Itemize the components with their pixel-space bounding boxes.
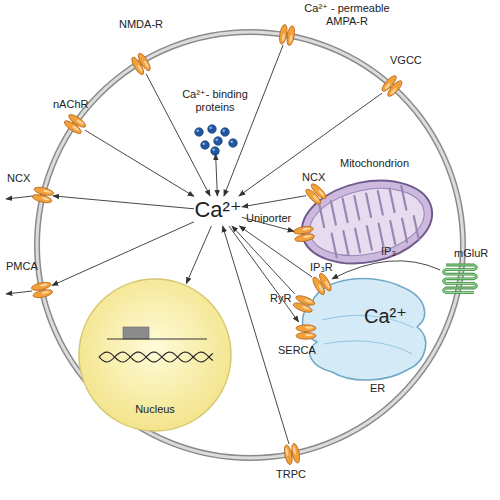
- exchanger: NCX: [33, 185, 53, 205]
- er-channel: IP₃R: [312, 274, 332, 294]
- endoplasmic-reticulum: Ca²⁺ERIP₃RRyRSERCA: [292, 272, 432, 384]
- node-label: Nucleus: [77, 403, 233, 416]
- connector-arrow: [242, 196, 306, 207]
- connector-arrow: [332, 261, 440, 279]
- node-label: Ca²⁺ - permeable AMPA-R: [297, 2, 397, 28]
- connector-arrow: [229, 226, 299, 322]
- exchanger: NCX: [306, 184, 326, 204]
- protein-dots: [193, 124, 237, 154]
- receptor-channel: NMDA-R: [131, 54, 151, 74]
- channel-symbol: [277, 25, 297, 45]
- binding-proteins: Ca²⁺- binding proteins: [193, 124, 237, 154]
- channel-symbol: [294, 224, 314, 244]
- connector-arrow: [216, 154, 218, 196]
- gpcr-receptor: mGluR: [440, 262, 480, 296]
- channel-symbol: [296, 322, 316, 342]
- connector-arrow: [232, 226, 295, 294]
- connector-arrow: [239, 226, 312, 277]
- connector-arrow: [52, 222, 194, 286]
- er-pump: SERCA: [296, 322, 316, 342]
- connector-arrow: [223, 226, 289, 444]
- node-label: TRPC: [276, 468, 306, 481]
- connector-arrow: [186, 226, 211, 284]
- connector-arrow: [239, 93, 382, 196]
- receptor-symbol: [440, 262, 480, 296]
- node-label: VGCC: [390, 54, 422, 67]
- efflux-arrow: [6, 196, 33, 199]
- connector-arrow: [242, 217, 294, 231]
- pump: PMCA: [32, 280, 52, 300]
- channel-symbol: [306, 184, 326, 204]
- uniporter: Uniporter: [294, 224, 314, 244]
- er-channel: RyR: [294, 294, 314, 314]
- channel-symbol: [65, 114, 85, 134]
- node-label: NCX: [302, 171, 325, 184]
- connector-arrow: [224, 45, 283, 196]
- channel-symbol: [382, 76, 402, 96]
- channel-symbol: [131, 54, 151, 74]
- connector-arrow: [146, 74, 210, 196]
- node-label: ER: [370, 382, 385, 395]
- node-label: RyR: [270, 292, 291, 305]
- node-label: Ca²⁺- binding proteins: [175, 88, 255, 114]
- calcium-pool: Ca²⁺: [194, 196, 242, 226]
- channel-symbol: [312, 274, 332, 294]
- receptor-channel: Ca²⁺ - permeable AMPA-R: [277, 25, 297, 45]
- node-label: Uniporter: [246, 212, 291, 225]
- node-label: SERCA: [278, 344, 316, 357]
- channel-symbol: [33, 185, 53, 205]
- ion-channel: TRPC: [282, 444, 302, 464]
- mitochondrion: MitochondrionNCXUniporter: [298, 176, 436, 268]
- connector-arrow: [85, 130, 194, 196]
- node-label: mGluR: [454, 247, 488, 260]
- node-label: nAChR: [53, 98, 88, 111]
- membrane-outer: [37, 32, 463, 458]
- edge-label: IP₃: [381, 245, 396, 258]
- node-label: NMDA-R: [119, 18, 163, 31]
- node-label: Ca²⁺: [194, 197, 242, 223]
- ion-channel: VGCC: [382, 76, 402, 96]
- efflux-arrow: [6, 291, 32, 294]
- channel-symbol: [32, 280, 52, 300]
- membrane-inner: [37, 32, 463, 458]
- node-label: Mitochondrion: [340, 157, 409, 170]
- channel-symbol: [282, 444, 302, 464]
- channel-symbol: [294, 294, 314, 314]
- node-label: NCX: [7, 172, 30, 185]
- node-label: Ca²⁺: [364, 304, 407, 328]
- receptor-channel: nAChR: [65, 114, 85, 134]
- nucleus: Nucleus: [77, 277, 233, 433]
- connector-arrow: [53, 196, 194, 209]
- node-label: IP₃R: [310, 261, 333, 274]
- node-label: PMCA: [6, 260, 38, 273]
